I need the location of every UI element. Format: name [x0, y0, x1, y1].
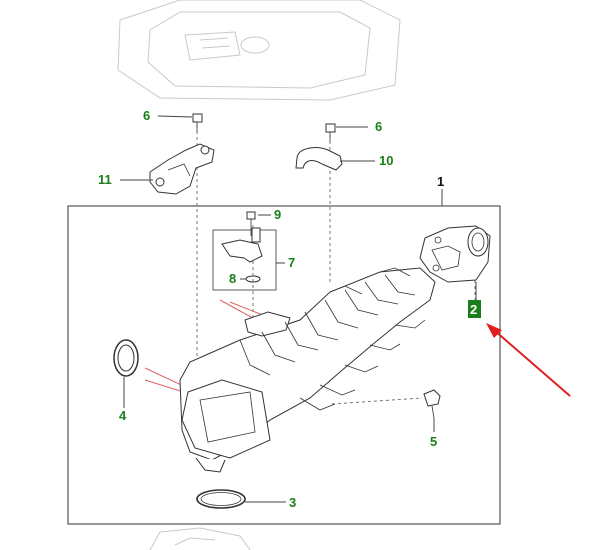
gasket-part [113, 339, 139, 377]
callout-6-right: 6 [375, 119, 382, 134]
subassembly-frame [212, 229, 277, 291]
assembly-frame [67, 205, 501, 525]
bottom-part-faded [149, 527, 251, 550]
callout-4: 4 [119, 408, 127, 423]
bolt-part [423, 389, 441, 419]
callout-6-left: 6 [143, 108, 150, 123]
bolt-part [325, 123, 336, 142]
callout-2: 2 [470, 302, 477, 317]
callout-10: 10 [379, 153, 393, 168]
callout-5: 5 [430, 434, 437, 449]
callout-11: 11 [98, 172, 112, 187]
callout-7: 7 [288, 255, 295, 270]
callout-1: 1 [437, 174, 444, 189]
throttle-body [419, 225, 491, 283]
intake-manifold [179, 267, 436, 473]
clip-part [295, 147, 343, 171]
sensor-part [221, 227, 263, 263]
screw-part [246, 211, 256, 236]
callout-2-highlight [468, 300, 481, 318]
callout-9: 9 [274, 207, 281, 222]
engine-cover-faded [117, 0, 401, 101]
bolt-part [192, 113, 203, 132]
callout-8: 8 [229, 271, 236, 286]
bracket-part [149, 143, 215, 195]
leader-lines [120, 115, 477, 503]
pointer-arrow [486, 323, 571, 397]
callout-3: 3 [289, 495, 296, 510]
o-ring-large [196, 489, 246, 509]
